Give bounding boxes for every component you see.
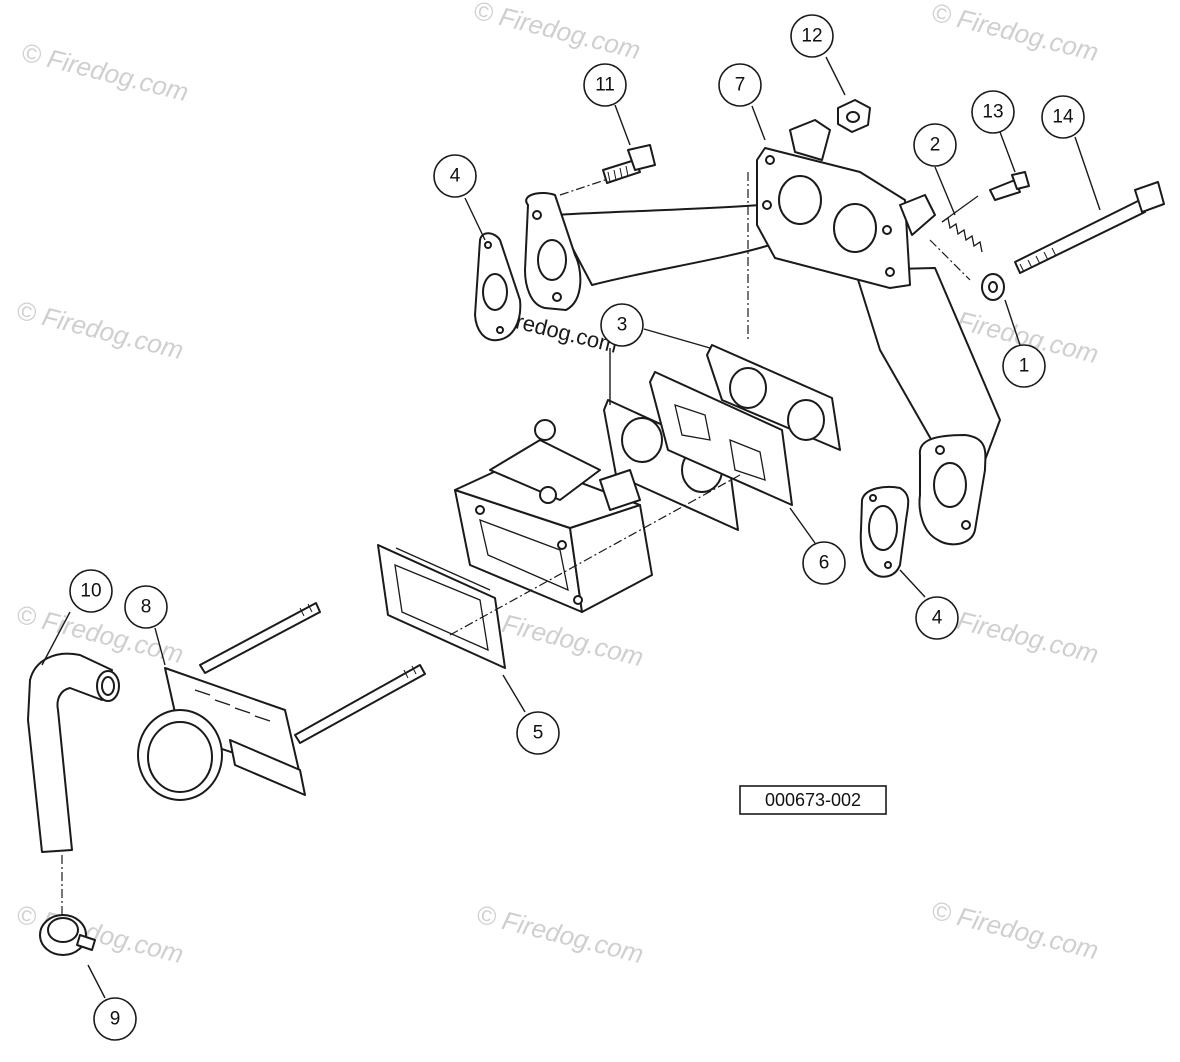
callout-6-label: 6 [819, 553, 830, 574]
nut-12 [837, 99, 871, 133]
callout-3[interactable]: 3 [600, 303, 644, 347]
watermark: © Firedog.com [929, 0, 1102, 67]
washer-1 [981, 273, 1005, 301]
insulator-6 [649, 371, 793, 506]
screw-13 [989, 171, 1030, 201]
watermark: © Firedog.com [471, 0, 644, 65]
callout-9-label: 9 [110, 1009, 121, 1030]
intake-manifold [524, 119, 1001, 546]
callout-5-label: 5 [533, 723, 544, 744]
gasket-left [474, 232, 522, 342]
air-horn [137, 602, 426, 801]
diagram-code-label: 000673-002 [765, 790, 861, 810]
callout-14-label: 14 [1052, 107, 1074, 128]
callout-5[interactable]: 5 [516, 711, 560, 755]
hose-10 [27, 652, 120, 853]
gasket-right [859, 485, 910, 578]
centerlines [61, 172, 971, 915]
gasket-3-front [603, 399, 739, 531]
callout-10-label: 10 [80, 581, 101, 602]
callout-11-label: 11 [595, 75, 615, 96]
watermark: © Firedog.com [14, 295, 187, 365]
callout-8-label: 8 [141, 597, 152, 618]
callouts: 1 2 3 4 4 5 6 7 8 9 10 11 12 13 14 [69, 14, 1085, 1041]
callout-13[interactable]: 13 [971, 90, 1015, 134]
callout-7[interactable]: 7 [718, 63, 762, 107]
callout-4-left-label: 4 [450, 166, 461, 187]
callout-9[interactable]: 9 [93, 997, 137, 1041]
diagram-code: 000673-002 [739, 785, 887, 815]
watermark: © Firedog.com [929, 895, 1102, 965]
callout-13-label: 13 [982, 102, 1003, 123]
callout-6[interactable]: 6 [802, 541, 846, 585]
callout-1[interactable]: 1 [1002, 344, 1046, 388]
callout-2[interactable]: 2 [913, 123, 957, 167]
gasket-5 [377, 544, 506, 669]
callout-4-right[interactable]: 4 [915, 596, 959, 640]
callout-4-right-label: 4 [932, 608, 943, 629]
leader-lines [41, 56, 1101, 999]
carburetor [454, 419, 653, 613]
bolt-14 [1014, 181, 1165, 274]
watermark: © Firedog.com [474, 899, 647, 969]
bolt-11 [602, 144, 656, 184]
callout-3-label: 3 [617, 315, 628, 336]
callout-1-label: 1 [1019, 356, 1030, 377]
callout-8[interactable]: 8 [124, 585, 168, 629]
callout-4-left[interactable]: 4 [433, 154, 477, 198]
callout-11[interactable]: 11 [583, 63, 627, 107]
callout-7-label: 7 [735, 75, 746, 96]
clamp-9 [39, 914, 96, 956]
gasket-3-rear [706, 344, 841, 451]
callout-12-label: 12 [801, 26, 822, 47]
spring-2 [941, 195, 983, 253]
callout-10[interactable]: 10 [69, 569, 113, 613]
callout-14[interactable]: 14 [1041, 95, 1085, 139]
watermark: © Firedog.com [19, 37, 192, 107]
callout-12[interactable]: 12 [790, 14, 834, 58]
callout-2-label: 2 [930, 135, 941, 156]
